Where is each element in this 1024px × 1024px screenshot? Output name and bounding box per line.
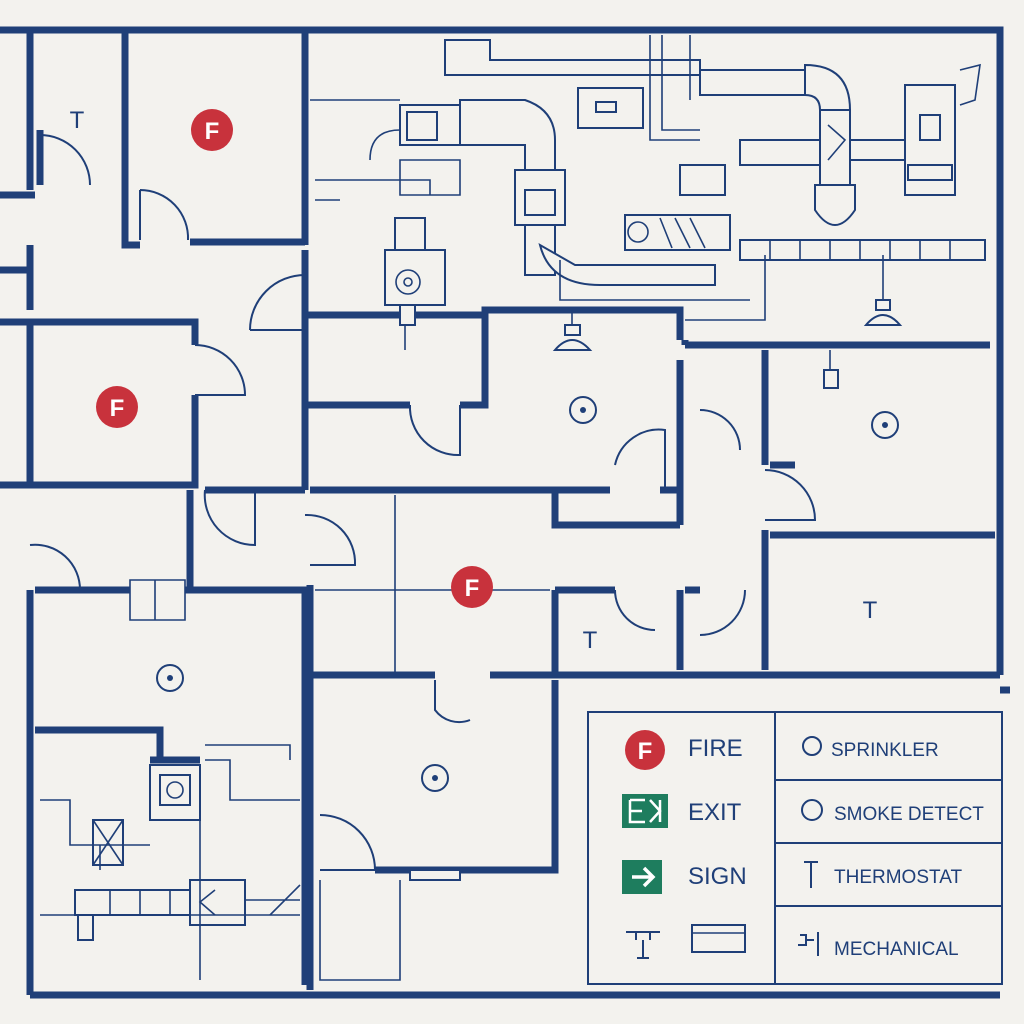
fire-marker-label: F [205,118,220,145]
door-swings [29,134,817,871]
legend-item-exit: EXIT [622,794,742,828]
legend-exit-label: EXIT [688,799,742,826]
light-fixture-icon [863,255,903,326]
legend-item-sign: SIGN [622,860,747,894]
fire-icon: F [451,566,493,608]
thermostat-icon: T [583,627,598,654]
fire-marker-label: F [110,395,125,422]
exterior-walls [0,26,1010,999]
sprinkler-icon [569,396,597,424]
fire-icon: F [191,109,233,151]
light-fixtures [552,255,903,389]
legend-item-mech-symbols [626,924,746,959]
mechanical-icon [798,932,819,956]
panel-icon [691,924,746,953]
sprinklers [156,396,899,792]
fire-icon: F [96,386,138,428]
legend: F FIRE EXIT SIGN SPRINKLER SMOKE DETECT [587,711,1003,985]
legend-smoke-label: SMOKE DETECT [834,804,984,825]
sprinkler-icon [156,664,184,692]
legend-sign-label: SIGN [688,863,747,890]
fire-markers: F F F [96,109,493,608]
thermostat-icon [804,861,818,888]
legend-sprinkler-label: SPRINKLER [831,740,939,761]
legend-item-smoke: SMOKE DETECT [801,799,984,825]
legend-fire-label: FIRE [688,735,743,762]
thermostat-marks: T T T [70,107,878,654]
legend-fire-icon-text: F [638,738,653,765]
ceiling-grid [315,495,550,675]
light-fixture-icon [823,350,839,389]
damper-icon [626,931,660,959]
thermostat-icon: T [70,107,85,134]
sprinkler-icon [871,411,899,439]
light-fixture-icon [552,310,593,351]
fire-marker-label: F [465,575,480,602]
legend-item-mechanical: MECHANICAL [798,932,959,960]
legend-item-thermostat: THERMOSTAT [804,861,962,888]
sprinkler-icon [802,736,822,756]
legend-item-fire: F FIRE [625,730,743,770]
legend-item-sprinkler: SPRINKLER [802,736,939,761]
mechanical-ductwork [40,35,986,981]
thermostat-icon: T [863,597,878,624]
legend-mechanical-label: MECHANICAL [834,939,959,960]
smoke-detector-icon [801,799,823,821]
legend-thermostat-label: THERMOSTAT [834,867,962,888]
sprinkler-icon [421,764,449,792]
fire-icon [625,730,665,770]
